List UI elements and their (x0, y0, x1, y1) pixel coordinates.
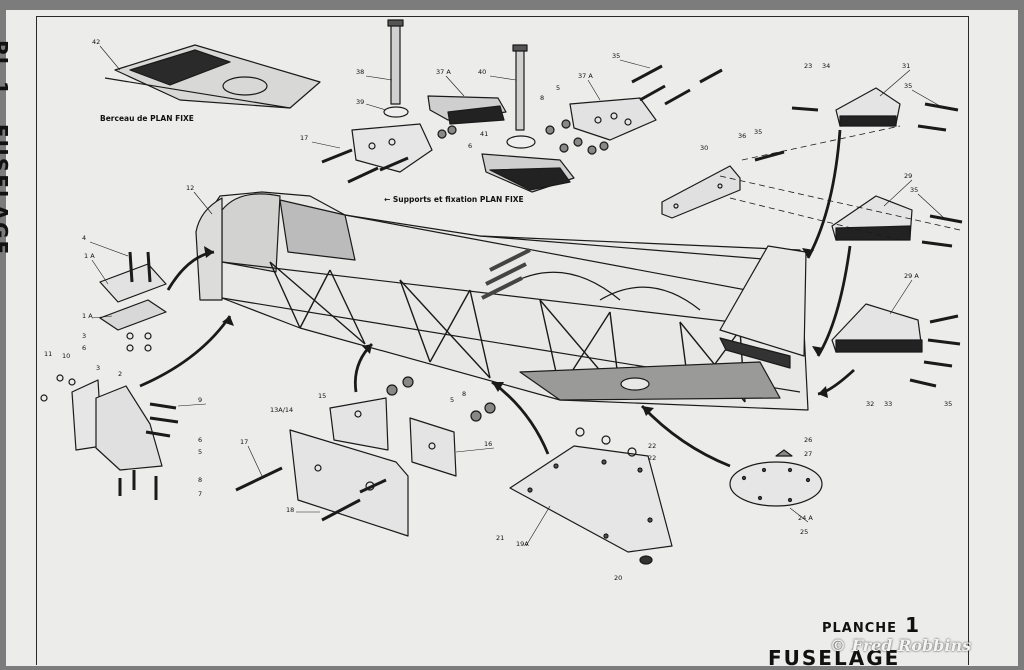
fittings-1a (99, 251, 167, 352)
long-bolt-38 (383, 19, 409, 118)
plate-15 (329, 397, 389, 451)
block-37a-right (569, 97, 657, 141)
part-label: 41 (480, 130, 488, 138)
part-labels: 42 38 39 40 37 A 37 A 35 8 17 6 41 31 23… (44, 38, 952, 582)
part-label: 35 (944, 400, 952, 408)
fuselage-stamp: FUSELAGE (768, 646, 901, 670)
bracket-30 (661, 150, 785, 219)
part-label: 20 (614, 574, 622, 582)
part-label: 10 (62, 352, 70, 360)
plates-13a-14 (235, 429, 409, 537)
part-label: 22 (648, 454, 656, 462)
part-label: 4 (82, 234, 86, 242)
caption-berceau: Berceau de PLAN FIXE (100, 114, 194, 123)
part-label: 35 (754, 128, 762, 136)
part-label: 17 (300, 134, 308, 142)
part-label: 16 (484, 440, 492, 448)
part-label: 19A (516, 540, 529, 548)
part-label: 25 (800, 528, 808, 536)
washers-middle (386, 376, 496, 422)
planche-number: 1 (905, 613, 919, 637)
part-label: 34 (822, 62, 830, 70)
support-plate-left (321, 123, 433, 184)
part-label: 22 (648, 442, 656, 450)
arrowheads (204, 246, 828, 416)
floor-plate-19a (509, 427, 673, 565)
part-label: 35 (910, 186, 918, 194)
caption-supports: ← Supports et fixation PLAN FIXE (384, 195, 524, 204)
part-label: 27 (804, 450, 812, 458)
part-label: 5 (450, 396, 454, 404)
washers-top (437, 119, 609, 155)
part-label: 6 (198, 436, 202, 444)
part-label: 33 (884, 400, 892, 408)
part-label: 39 (356, 98, 364, 106)
planche-word: PLANCHE (822, 621, 898, 636)
part-label: 7 (198, 490, 202, 498)
part-label: 24 A (798, 514, 813, 522)
plate-16 (409, 417, 457, 477)
part-label: 8 (540, 94, 544, 102)
part-label: 15 (318, 392, 326, 400)
leader-lines (89, 45, 945, 547)
part-label: 5 (556, 84, 560, 92)
part-label: 23 (804, 62, 812, 70)
alignment-lines (719, 125, 961, 241)
part-label: 42 (92, 38, 100, 46)
fitting-29a (831, 303, 961, 388)
planche-label: PLANCHE 1 (822, 613, 919, 637)
inspection-cover-24a (729, 449, 823, 507)
part-label: 29 A (904, 272, 919, 280)
fitting-29 (831, 195, 963, 248)
part-label: 6 (468, 142, 472, 150)
part-label: 36 (738, 132, 746, 140)
fitting-31 (791, 87, 959, 132)
part-label: 29 (904, 172, 912, 180)
part-label: 11 (44, 350, 52, 358)
part-label: 35 (904, 82, 912, 90)
part-label: 6 (82, 344, 86, 352)
part-label: 3 (82, 332, 86, 340)
part-label: 13A/14 (270, 406, 293, 414)
sheet-border (36, 16, 969, 665)
fittings-2-3 (40, 374, 179, 500)
part-label: 37 A (578, 72, 593, 80)
part-label: 9 (198, 396, 202, 404)
part-label: 30 (700, 144, 708, 152)
fuselage-truss (195, 191, 809, 411)
part-label: 1 A (84, 252, 95, 260)
part-label: 5 (198, 448, 202, 456)
part-label: 40 (478, 68, 486, 76)
part-label: 17 (240, 438, 248, 446)
photo-credit: © Fred Robbins (830, 636, 972, 655)
bolts-35-top (631, 64, 723, 106)
cradle-part-42 (104, 44, 321, 109)
part-label: 2 (118, 370, 122, 378)
block-37a-left (427, 95, 507, 125)
part-label: 8 (462, 390, 466, 398)
part-label: 18 (286, 506, 294, 514)
part-label: 21 (496, 534, 504, 542)
part-label: 31 (902, 62, 910, 70)
part-label: 37 A (436, 68, 451, 76)
part-label: 35 (612, 52, 620, 60)
part-label: 26 (804, 436, 812, 444)
part-label: 32 (866, 400, 874, 408)
part-label: 3 (96, 364, 100, 372)
part-label: 12 (186, 184, 194, 192)
part-label: 38 (356, 68, 364, 76)
long-bolt-40 (506, 44, 536, 149)
part-label: 8 (198, 476, 202, 484)
block-41 (481, 153, 575, 193)
part-label: 1 A (82, 312, 93, 320)
